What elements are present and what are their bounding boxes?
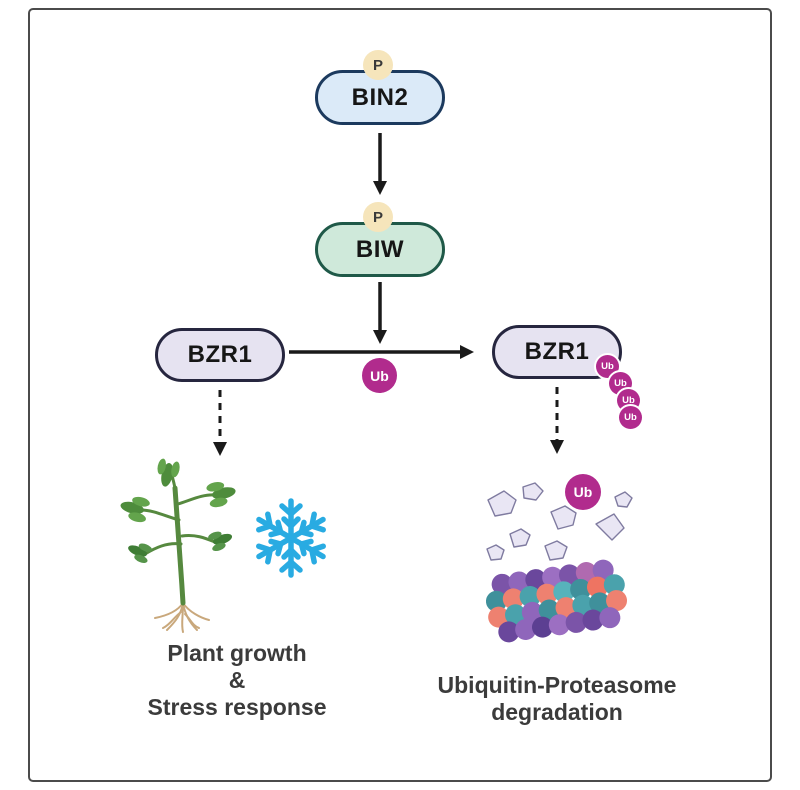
caption-line: Plant growth <box>167 640 307 666</box>
phospho-label: P <box>372 208 383 226</box>
leaf-cluster <box>120 458 236 563</box>
proteasome-icon <box>485 559 628 643</box>
ubiquitin-badge-main: Ub <box>362 358 397 393</box>
caption-proteasome-degradation: Ubiquitin-Proteasome degradation <box>397 672 717 726</box>
ubiquitin-badge-degraded: Ub <box>565 474 601 510</box>
caption-line: Ubiquitin-Proteasome <box>437 672 677 698</box>
ubiquitin-chain-4: Ub <box>619 406 642 429</box>
ubiquitin-label: Ub <box>601 361 614 372</box>
ubiquitin-label: Ub <box>622 395 635 406</box>
ubiquitin-chain-1: Ub <box>596 355 619 378</box>
phospho-badge-biw: P <box>363 202 393 232</box>
caption-plant-growth: Plant growth & Stress response <box>87 640 387 721</box>
phospho-badge-bin2: P <box>363 50 393 80</box>
node-bzr1-left-label: BZR1 <box>187 341 253 368</box>
caption-line: degradation <box>491 699 623 725</box>
caption-line: Stress response <box>147 694 327 720</box>
figure-border <box>28 8 772 782</box>
caption-line: & <box>228 667 246 693</box>
node-bzr1-left: BZR1 <box>155 328 285 382</box>
snowflake-icon <box>256 498 326 578</box>
node-bzr1-right-label: BZR1 <box>524 338 590 365</box>
phospho-label: P <box>372 56 383 74</box>
ubiquitin-label: Ub <box>370 367 389 384</box>
protein-fragments-icon <box>486 482 633 561</box>
plant-icon <box>120 458 236 633</box>
ubiquitin-label: Ub <box>624 412 637 423</box>
node-bin2-label: BIN2 <box>351 83 409 111</box>
node-biw-label: BIW <box>355 235 405 263</box>
ubiquitin-label: Ub <box>614 378 627 389</box>
ubiquitin-label: Ub <box>573 484 593 500</box>
